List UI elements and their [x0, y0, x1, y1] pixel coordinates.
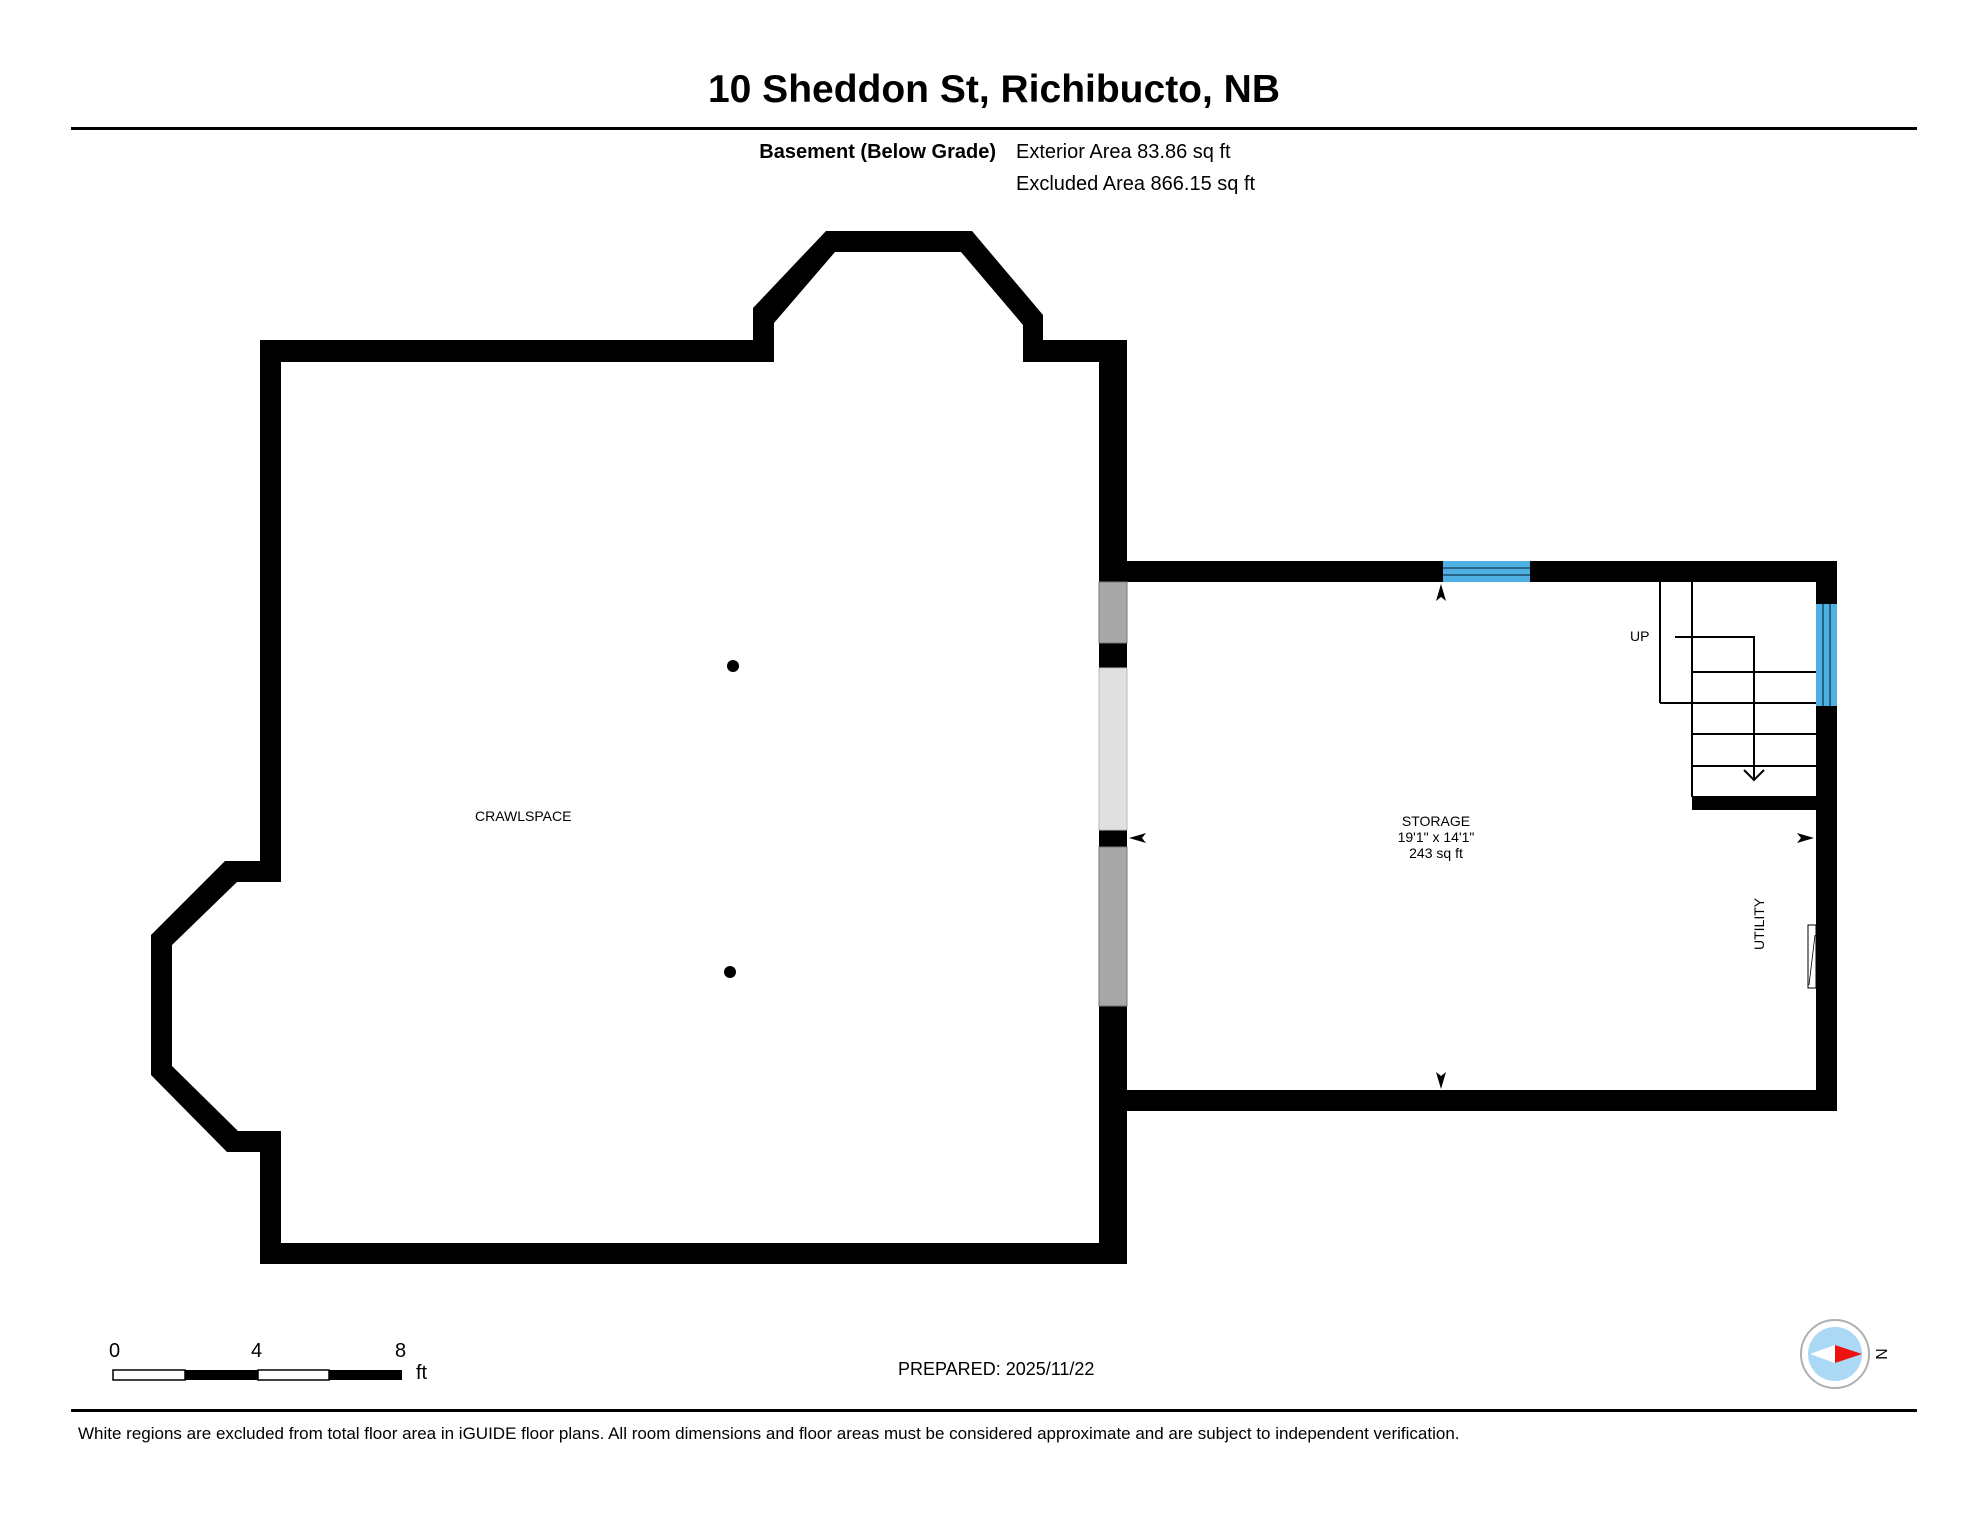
page-title: 10 Sheddon St, Richibucto, NB [707, 68, 1281, 111]
header-divider [71, 127, 1917, 130]
dimension-arrow-left [1129, 833, 1146, 843]
scale-tick-8: 8 [395, 1340, 407, 1362]
scale-tick-4: 4 [251, 1340, 263, 1362]
footer-divider [71, 1409, 1917, 1412]
excluded-area: Excluded Area 866.15 sq ft [1016, 173, 1256, 195]
room-name: STORAGE [1401, 813, 1471, 829]
marker-dot [724, 966, 736, 978]
scale-tick-0: 0 [109, 1340, 121, 1362]
utility-label: UTILITY [1751, 897, 1767, 950]
floor-name: Basement (Below Grade) [759, 141, 996, 163]
staircase [1659, 582, 1816, 797]
window-top [1443, 561, 1530, 582]
opening-lower [1098, 846, 1128, 1007]
room-label-crawlspace: CRAWLSPACE [475, 808, 572, 824]
stairs-up-label: UP [1630, 628, 1650, 644]
scale-unit: ft [416, 1362, 428, 1384]
exterior-area: Exterior Area 83.86 sq ft [1016, 141, 1231, 163]
dimension-arrow-bottom [1436, 1072, 1446, 1089]
stair-landing-wall [1692, 796, 1816, 810]
footer-disclaimer: White regions are excluded from total fl… [78, 1424, 1460, 1443]
window-right [1816, 604, 1837, 706]
room-dimensions: 19'1" x 14'1" [1397, 829, 1475, 845]
crawlspace-walls [151, 231, 1127, 1264]
utility-panel-icon [1807, 924, 1817, 989]
marker-dot [727, 660, 739, 672]
opening-middle [1098, 667, 1128, 831]
opening-upper [1098, 581, 1128, 644]
room-area: 243 sq ft [1409, 845, 1463, 861]
dimension-arrow-top [1436, 584, 1446, 601]
compass-icon [1800, 1319, 1870, 1389]
dimension-arrow-right [1797, 833, 1814, 843]
compass-north-label: N [1871, 1348, 1889, 1360]
prepared-date: PREPARED: 2025/11/22 [898, 1359, 1095, 1379]
scale-bar [112, 1369, 402, 1381]
room-label-storage: STORAGE 19'1" x 14'1" 243 sq ft [1336, 813, 1536, 861]
